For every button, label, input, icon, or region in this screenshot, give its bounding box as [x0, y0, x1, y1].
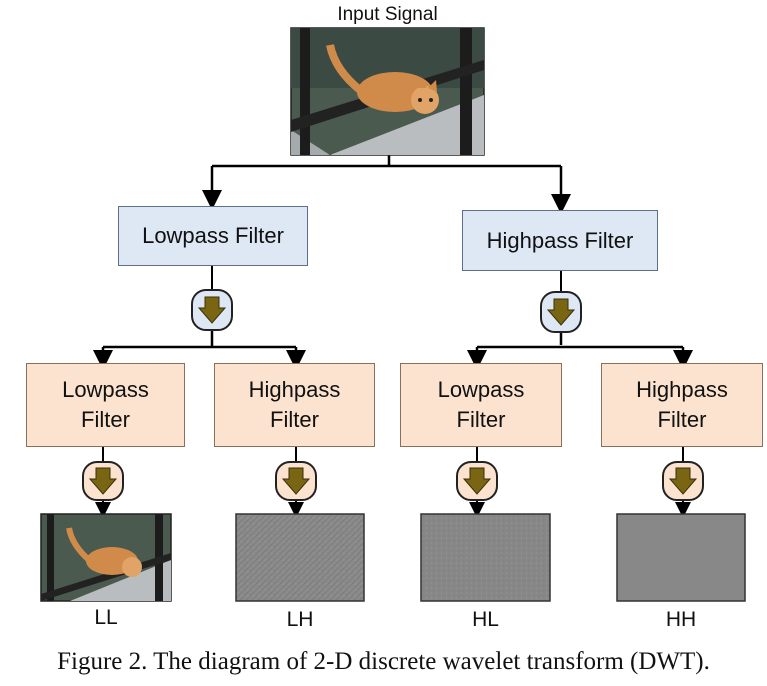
- filter-line2: Filter: [270, 407, 319, 432]
- lh-image: [235, 513, 365, 602]
- downsample-icon: [82, 461, 124, 501]
- filter-line1: Highpass: [248, 377, 341, 402]
- filter-line1: Lowpass: [437, 377, 525, 402]
- ll-filter-box: Lowpass Filter: [26, 363, 185, 447]
- downsample-icon: [662, 461, 704, 501]
- filter-line2: Filter: [456, 407, 506, 432]
- input-signal-label: Input Signal: [337, 4, 438, 25]
- lh-filter-box: Highpass Filter: [214, 363, 375, 447]
- ll-label: LL: [94, 606, 118, 629]
- input-image: [290, 27, 485, 156]
- hh-label: HH: [665, 608, 697, 631]
- figure-caption: Figure 2. The diagram of 2-D discrete wa…: [57, 648, 710, 675]
- hl-filter-box: Lowpass Filter: [400, 363, 562, 447]
- lh-label: LH: [286, 608, 314, 631]
- downsample-icon: [191, 289, 233, 331]
- hh-image: [616, 513, 746, 602]
- hl-image: [420, 513, 551, 602]
- split-line-left: [103, 330, 296, 349]
- filter-line1: Lowpass: [62, 377, 149, 402]
- downsample-icon: [275, 461, 317, 501]
- downsample-icon: [456, 461, 498, 501]
- split-line-right: [477, 332, 683, 349]
- hh-filter-box: Highpass Filter: [601, 363, 763, 447]
- hl-label: HL: [472, 608, 499, 631]
- downsample-icon: [540, 291, 582, 333]
- split-line-top: [212, 155, 561, 168]
- highpass-filter-box: Highpass Filter: [462, 210, 658, 271]
- lowpass-filter-box: Lowpass Filter: [118, 206, 308, 266]
- filter-line1: Highpass: [636, 377, 728, 402]
- ll-image: [40, 513, 172, 602]
- filter-line2: Filter: [81, 407, 130, 432]
- filter-line2: Filter: [657, 407, 707, 432]
